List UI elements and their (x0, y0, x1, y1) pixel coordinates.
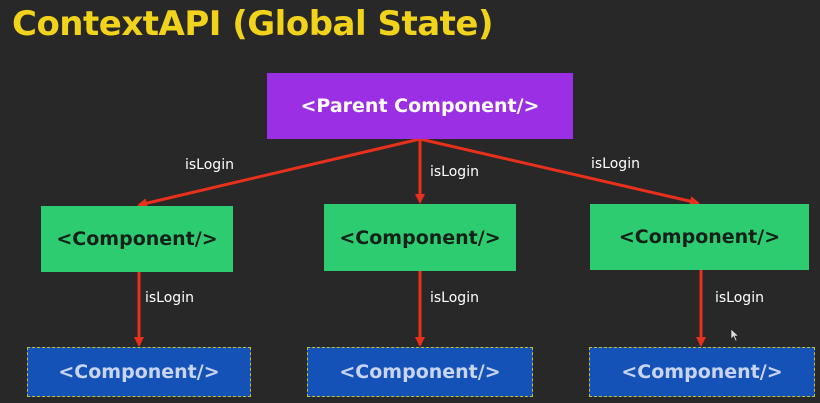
edge-label-bottom-right: isLogin (715, 290, 764, 306)
child-component-box-middle: <Component/> (324, 204, 516, 271)
parent-component-box: <Parent Component/> (267, 73, 573, 139)
leaf-component-label: <Component/> (621, 361, 783, 383)
leaf-component-label: <Component/> (339, 361, 501, 383)
arrow-parent-to-left (137, 137, 421, 209)
edge-label-top-right: isLogin (591, 156, 640, 172)
child-component-box-left: <Component/> (41, 206, 233, 272)
arrow-parent-to-right (419, 137, 700, 207)
child-component-label: <Component/> (339, 226, 501, 249)
edge-label-top-left: isLogin (185, 157, 234, 173)
edge-label-bottom-middle: isLogin (430, 290, 479, 306)
leaf-component-label: <Component/> (58, 361, 220, 383)
leaf-component-box-right: <Component/> (589, 347, 815, 397)
edge-label-top-middle: isLogin (430, 164, 479, 180)
leaf-component-box-left: <Component/> (27, 347, 251, 397)
mouse-cursor-icon (730, 328, 740, 342)
child-component-label: <Component/> (618, 226, 781, 248)
child-component-label: <Component/> (56, 228, 218, 250)
slide-title: ContextAPI (Global State) (12, 4, 494, 44)
parent-component-label: <Parent Component/> (300, 95, 540, 117)
leaf-component-box-middle: <Component/> (307, 347, 533, 397)
edge-label-bottom-left: isLogin (145, 290, 194, 306)
child-component-box-right: <Component/> (590, 204, 809, 270)
